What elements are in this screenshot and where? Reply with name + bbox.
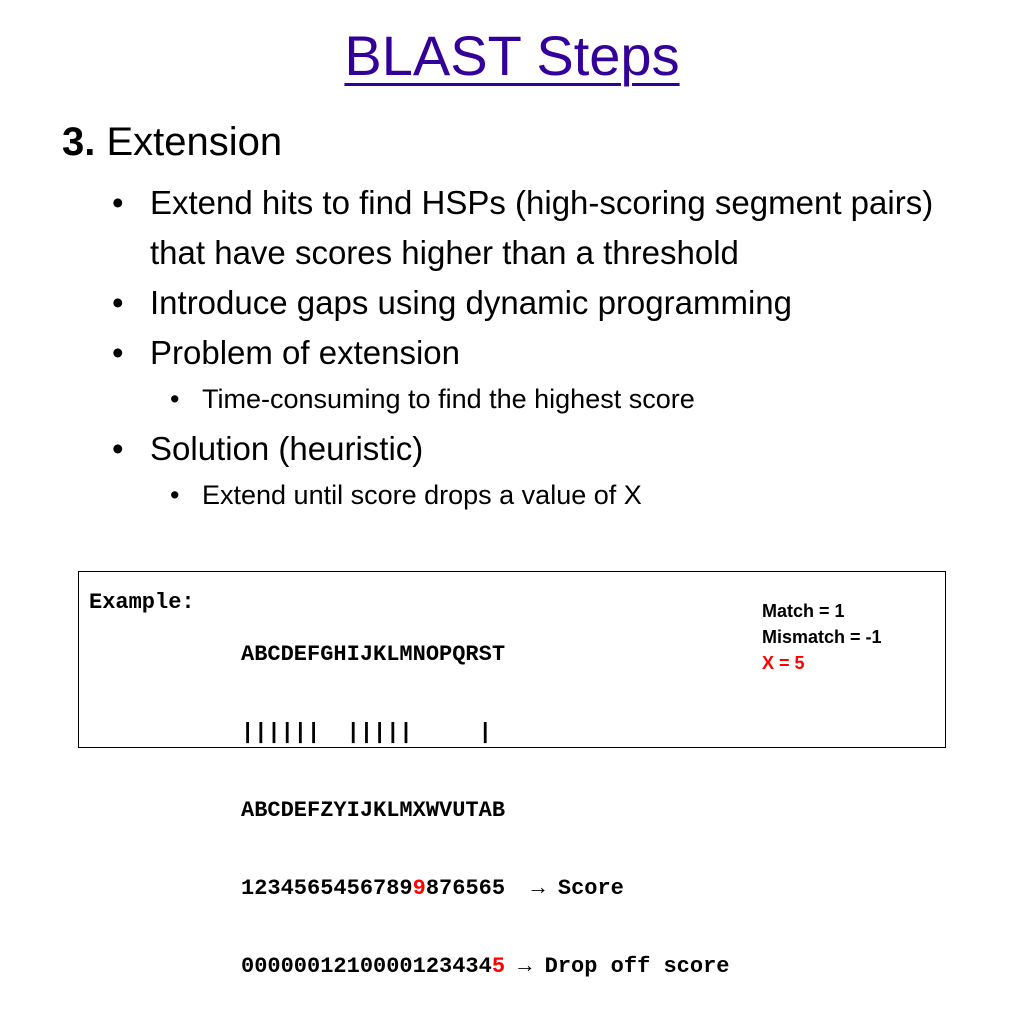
example-box: Example: ABCDEFGHIJKLMNOPQRST |||||| |||… <box>78 571 946 979</box>
score-row: 12345654567899876565 → Score <box>241 876 730 902</box>
match-param: Match = 1 <box>762 601 845 621</box>
sub-bullet-time-consuming: Time-consuming to find the highest score <box>170 378 952 420</box>
drop-threshold-value: 5 <box>491 954 506 979</box>
example-sequences: ABCDEFGHIJKLMNOPQRST |||||| ||||| | ABCD… <box>241 590 730 1032</box>
sub-bullet-extend-until: Extend until score drops a value of X <box>170 474 952 516</box>
drop-label: Drop off score <box>544 954 730 979</box>
section-heading-text: Extension <box>106 120 283 164</box>
mismatch-param: Mismatch = -1 <box>762 627 882 647</box>
drop-values-before: 0000001210000123434 <box>241 954 492 979</box>
bullet-list: Extend hits to find HSPs (high-scoring s… <box>0 178 1024 520</box>
score-label: Score <box>557 876 624 901</box>
score-values-after: 876565 <box>425 876 506 901</box>
bullet-introduce-gaps: Introduce gaps using dynamic programming <box>112 278 950 328</box>
arrow-icon: → <box>505 876 558 901</box>
bullet-problem: Problem of extension <box>112 328 950 378</box>
sequence-2: ABCDEFZYIJKLMXWVUTAB <box>241 798 506 823</box>
bullet-extend-hits: Extend hits to find HSPs (high-scoring s… <box>112 178 950 278</box>
example-label: Example: <box>89 590 195 615</box>
scoring-params: Match = 1 Mismatch = -1 X = 5 <box>762 598 882 676</box>
section-heading: 3. Extension <box>62 118 282 166</box>
match-line: |||||| ||||| | <box>241 720 492 745</box>
score-values-before: 1234565456789 <box>241 876 413 901</box>
score-peak: 9 <box>412 876 426 901</box>
section-number: 3. <box>62 120 96 164</box>
slide-title: BLAST Steps <box>344 24 680 87</box>
arrow-icon: → <box>505 954 545 979</box>
sequence-1: ABCDEFGHIJKLMNOPQRST <box>241 642 506 667</box>
bullet-solution: Solution (heuristic) <box>112 424 950 474</box>
x-param: X = 5 <box>762 653 805 673</box>
drop-row: 00000012100001234345 → Drop off score <box>241 954 730 980</box>
